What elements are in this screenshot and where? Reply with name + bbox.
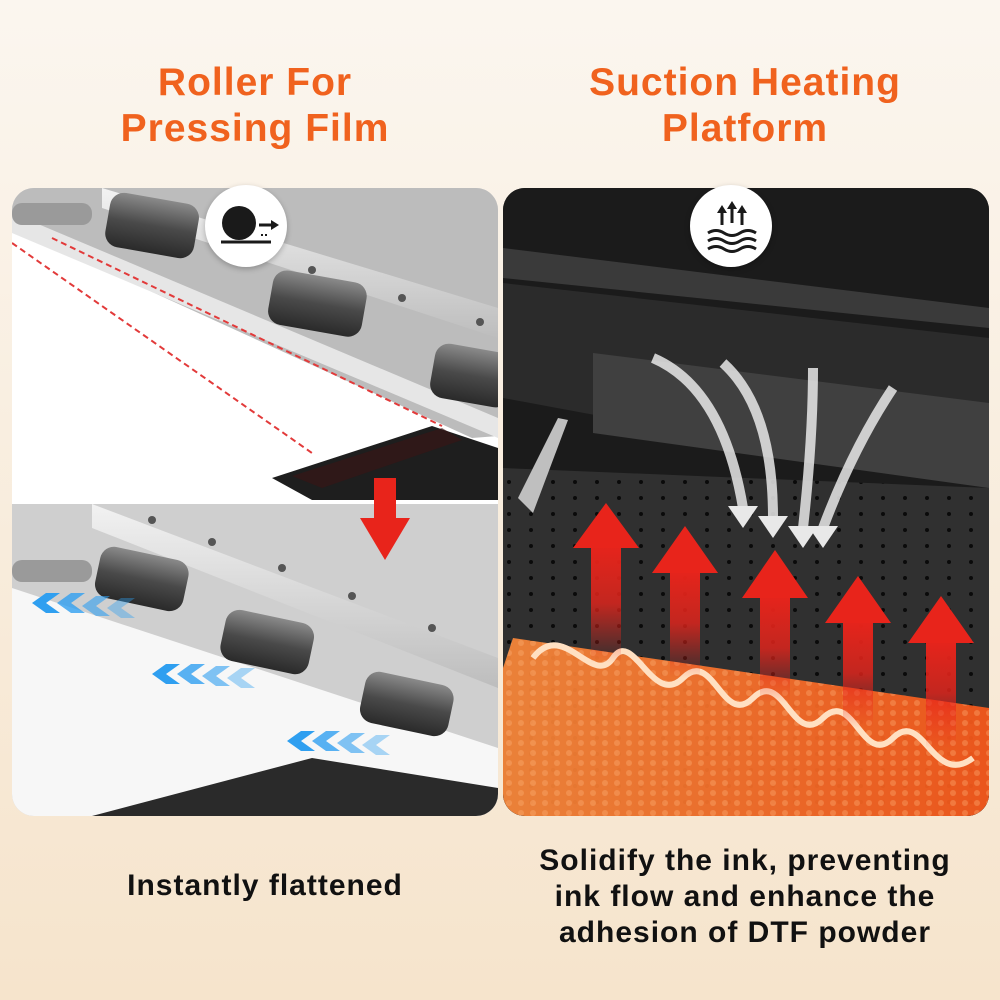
rail-hole: [476, 318, 484, 326]
rail-hole: [428, 624, 436, 632]
roller-illustration: [12, 188, 498, 816]
suction-arrowheads: [728, 506, 838, 548]
roller-4: [94, 546, 189, 612]
film-sheet: [12, 228, 498, 500]
film-dashed-line: [51, 237, 443, 427]
roller-photo-panel: [12, 188, 498, 816]
heat-waves-icon: [690, 185, 772, 267]
heating-title-line2: Platform: [661, 107, 829, 150]
film-dashed-line-2: [12, 242, 313, 454]
film-sheet-flat: [12, 588, 498, 816]
rail-hole: [278, 564, 286, 572]
heating-title: Suction Heating Platform: [530, 60, 960, 152]
suction-airflow: [650, 353, 898, 530]
roller-title-line1: Roller For: [157, 61, 353, 104]
rail-hole: [208, 538, 216, 546]
machine-top-edge: [503, 248, 989, 328]
heating-caption: Solidify the ink, preventing ink flow an…: [500, 843, 990, 951]
roller-rail-lower: [92, 504, 498, 688]
roller-title-line2: Pressing Film: [120, 107, 390, 150]
platform-dark-lower: [92, 758, 498, 816]
roller-2: [268, 270, 367, 337]
roller-icon: [205, 185, 287, 267]
heat-arrows: [573, 503, 974, 748]
press-down-arrow: [360, 478, 410, 560]
rail-hole: [348, 592, 356, 600]
roller-caption: Instantly flattened: [127, 869, 403, 902]
heating-photo-panel: [503, 188, 989, 816]
roller-6: [359, 671, 454, 737]
photo-divider: [12, 500, 498, 504]
heating-title-line1: Suction Heating: [589, 61, 901, 104]
heating-caption-line1: Solidify the ink, preventing: [539, 844, 951, 877]
scraper-blade: [518, 418, 568, 513]
roller-5: [220, 609, 315, 675]
rail-hole: [398, 294, 406, 302]
rail-hole: [308, 266, 316, 274]
heating-caption-line2: ink flow and enhance the: [554, 880, 936, 913]
roller-1: [105, 192, 199, 259]
roller-shaft-lower: [12, 560, 92, 582]
heater-mesh: [503, 638, 989, 816]
heating-illustration: [503, 188, 989, 816]
roller-title: Roller For Pressing Film: [40, 60, 470, 152]
rail-hole: [148, 516, 156, 524]
motion-chevrons: [32, 593, 390, 755]
film-red-fold: [292, 428, 462, 488]
roller-shaft: [12, 203, 92, 225]
heating-caption-line3: adhesion of DTF powder: [559, 916, 931, 949]
roller-3: [430, 343, 498, 408]
film-edge: [12, 213, 498, 438]
